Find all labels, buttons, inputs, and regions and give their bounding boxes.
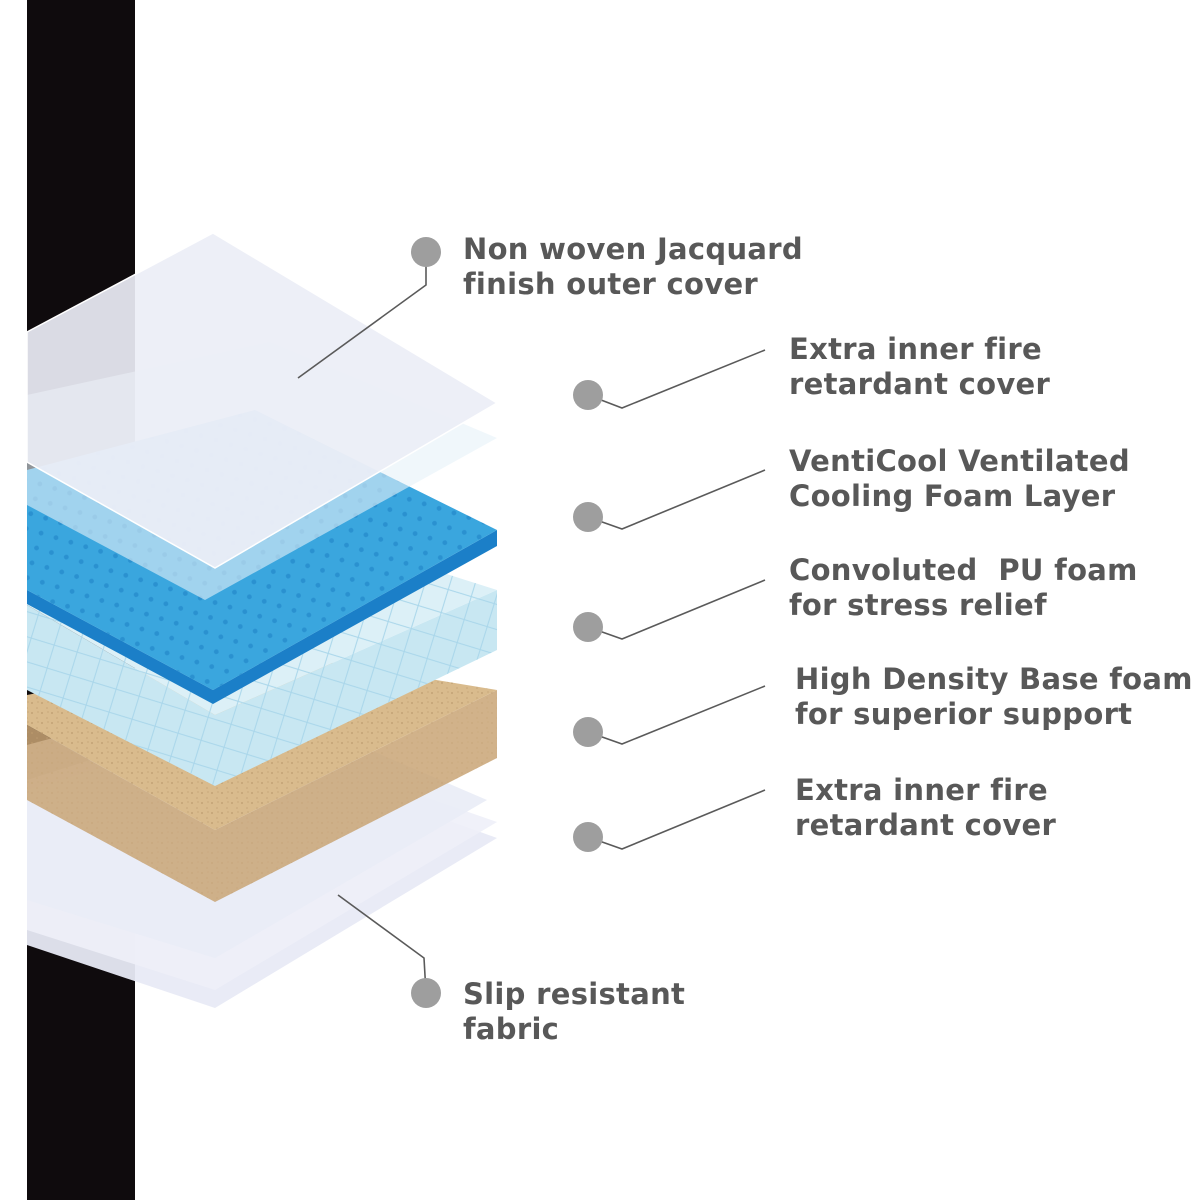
- label-line: Non woven Jacquard: [463, 232, 803, 266]
- label-base-foam: High Density Base foam for superior supp…: [795, 662, 1193, 732]
- label-fire-cover-top: Extra inner fire retardant cover: [789, 332, 1050, 402]
- label-line: for stress relief: [789, 588, 1047, 622]
- outer-cover-layer: [26, 232, 499, 569]
- label-slip-fabric: Slip resistant fabric: [463, 977, 685, 1047]
- label-outer-cover: Non woven Jacquard finish outer cover: [463, 232, 803, 302]
- label-line: for superior support: [795, 697, 1133, 731]
- dot-fire-cover-bottom: [573, 822, 603, 852]
- dot-cooling-foam: [573, 502, 603, 532]
- leader-base-foam: [587, 685, 766, 745]
- label-line: Extra inner fire: [795, 773, 1048, 807]
- label-line: Slip resistant: [463, 977, 686, 1011]
- leader-cooling-foam: [587, 469, 766, 530]
- label-line: retardant cover: [795, 808, 1057, 842]
- label-line: Extra inner fire: [789, 332, 1042, 366]
- dot-base-foam: [573, 717, 603, 747]
- dot-slip-fabric: [411, 978, 441, 1008]
- dot-convoluted-foam: [573, 612, 603, 642]
- label-convoluted-foam: Convoluted PU foam for stress relief: [789, 553, 1138, 623]
- label-fire-cover-bottom: Extra inner fire retardant cover: [795, 773, 1056, 843]
- leader-fire-cover-bottom: [587, 789, 766, 850]
- label-line: High Density Base foam: [795, 662, 1193, 696]
- label-line: retardant cover: [789, 367, 1051, 401]
- label-line: Convoluted PU foam: [789, 553, 1138, 587]
- label-line: fabric: [463, 1012, 560, 1046]
- label-dots: [411, 237, 603, 1008]
- dot-fire-cover-top: [573, 380, 603, 410]
- leader-convoluted-foam: [587, 579, 766, 640]
- dot-outer-cover: [411, 237, 441, 267]
- label-line: VentiCool Ventilated: [789, 444, 1130, 478]
- label-line: Cooling Foam Layer: [789, 479, 1116, 513]
- leader-fire-cover-top: [587, 349, 766, 409]
- label-cooling-foam: VentiCool Ventilated Cooling Foam Layer: [789, 444, 1130, 514]
- label-line: finish outer cover: [463, 267, 759, 301]
